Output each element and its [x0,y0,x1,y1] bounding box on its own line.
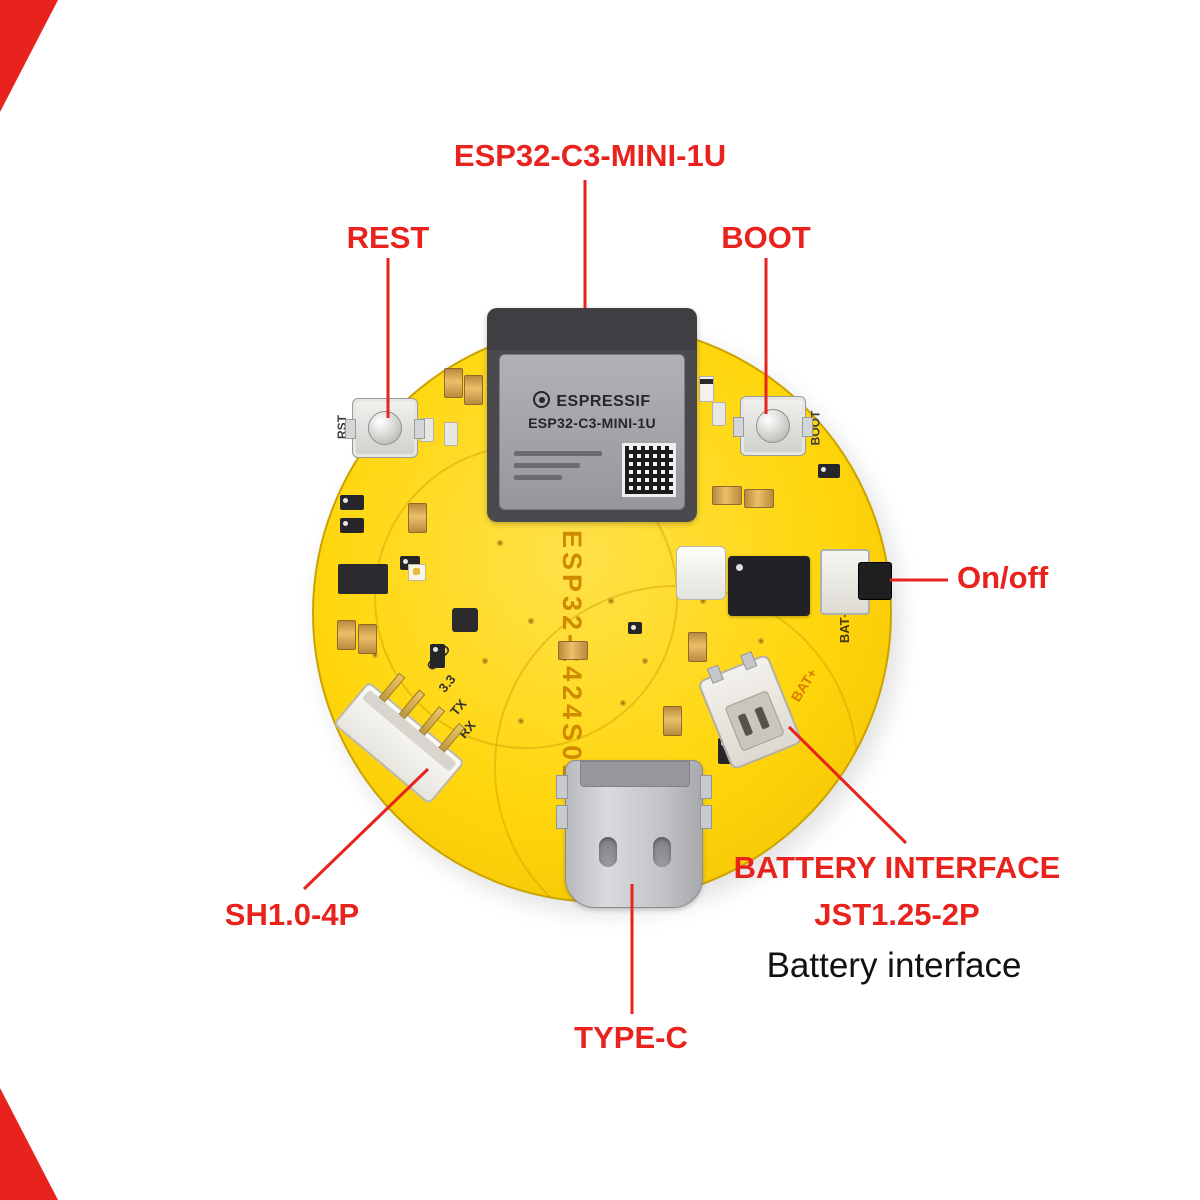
module-brand-row: ESPRESSIF [500,391,684,411]
button-tab [802,417,813,437]
power-switch-nub [858,562,892,600]
button-cap [756,409,790,443]
smd-capacitor [688,632,707,662]
via-pad [642,658,648,664]
connector-pins-block [580,761,690,787]
module-fine-print [514,463,580,468]
boot-annotation-label: BOOT [721,220,811,255]
shell-hole [599,837,617,867]
connector-hole [754,706,770,730]
smd-capacitor [444,368,463,398]
via-pad [758,638,764,644]
smd-capacitor [558,641,588,660]
via-pad [372,652,378,658]
rest-annotation-label: REST [346,220,430,255]
silkscreen-board-model: ESP32-2424S012 [557,530,587,803]
smd-capacitor [663,706,682,736]
via-pad [620,700,626,706]
onoff-annotation-label: On/off [957,560,1049,595]
smd-ic [818,464,840,478]
battery-annotation-line2: JST1.25-2P [814,897,980,932]
smd-ic [340,495,364,510]
smd-capacitor [464,375,483,405]
module-fine-print [514,475,562,480]
shell-hole [653,837,671,867]
smd-capacitor [337,620,356,650]
via-pad [518,718,524,724]
espressif-logo-icon [533,391,551,408]
button-cap [368,411,402,445]
button-tab [733,417,744,437]
connector-hole [737,712,754,737]
smd-resistor [444,422,458,446]
smd-capacitor [358,624,377,654]
typec-annotation-label: TYPE-C [574,1020,688,1055]
connector-leg [556,775,568,799]
battery-annotation-line3: Battery interface [766,946,1022,985]
corner-triangle-bottom-left [0,1088,58,1200]
smd-ic-multi-pin [338,564,388,594]
module-annotation-label: ESP32-C3-MINI-1U [453,138,727,173]
soic8-chip [728,556,810,616]
button-tab [345,419,356,439]
module-model-text: ESP32-C3-MINI-1U [528,415,656,431]
esp32-c3-module: ESPRESSIF ESP32-C3-MINI-1U [487,308,697,522]
qr-code [622,443,676,497]
crystal-component [676,546,726,600]
smd-resistor [712,402,726,426]
module-fine-print [514,451,602,456]
connector-leg [700,775,712,799]
connector-leg [556,805,568,829]
via-pad [497,540,503,546]
battery-annotation-line1: BATTERY INTERFACE [733,850,1061,885]
usb-typec-connector [556,760,712,908]
via-pad [608,598,614,604]
via-pad [528,618,534,624]
connector-leg [700,805,712,829]
smd-diode [699,376,714,402]
via-pad [482,658,488,664]
smd-ic [340,518,364,533]
button-tab [414,419,425,439]
smd-capacitor [408,503,427,533]
sh-annotation-label: SH1.0-4P [224,897,360,932]
rst-button [345,398,425,458]
module-shield: ESPRESSIF ESP32-C3-MINI-1U [499,354,685,510]
boot-button [733,396,813,456]
smd-led [408,564,426,581]
smd-capacitor [712,486,742,505]
module-brand-text: ESPRESSIF [556,393,651,410]
via-pad [700,598,706,604]
smd-ic [628,622,642,634]
smd-capacitor [744,489,774,508]
smd-transistor [452,608,478,632]
corner-triangle-top-left [0,0,58,112]
smd-ic [430,644,445,668]
